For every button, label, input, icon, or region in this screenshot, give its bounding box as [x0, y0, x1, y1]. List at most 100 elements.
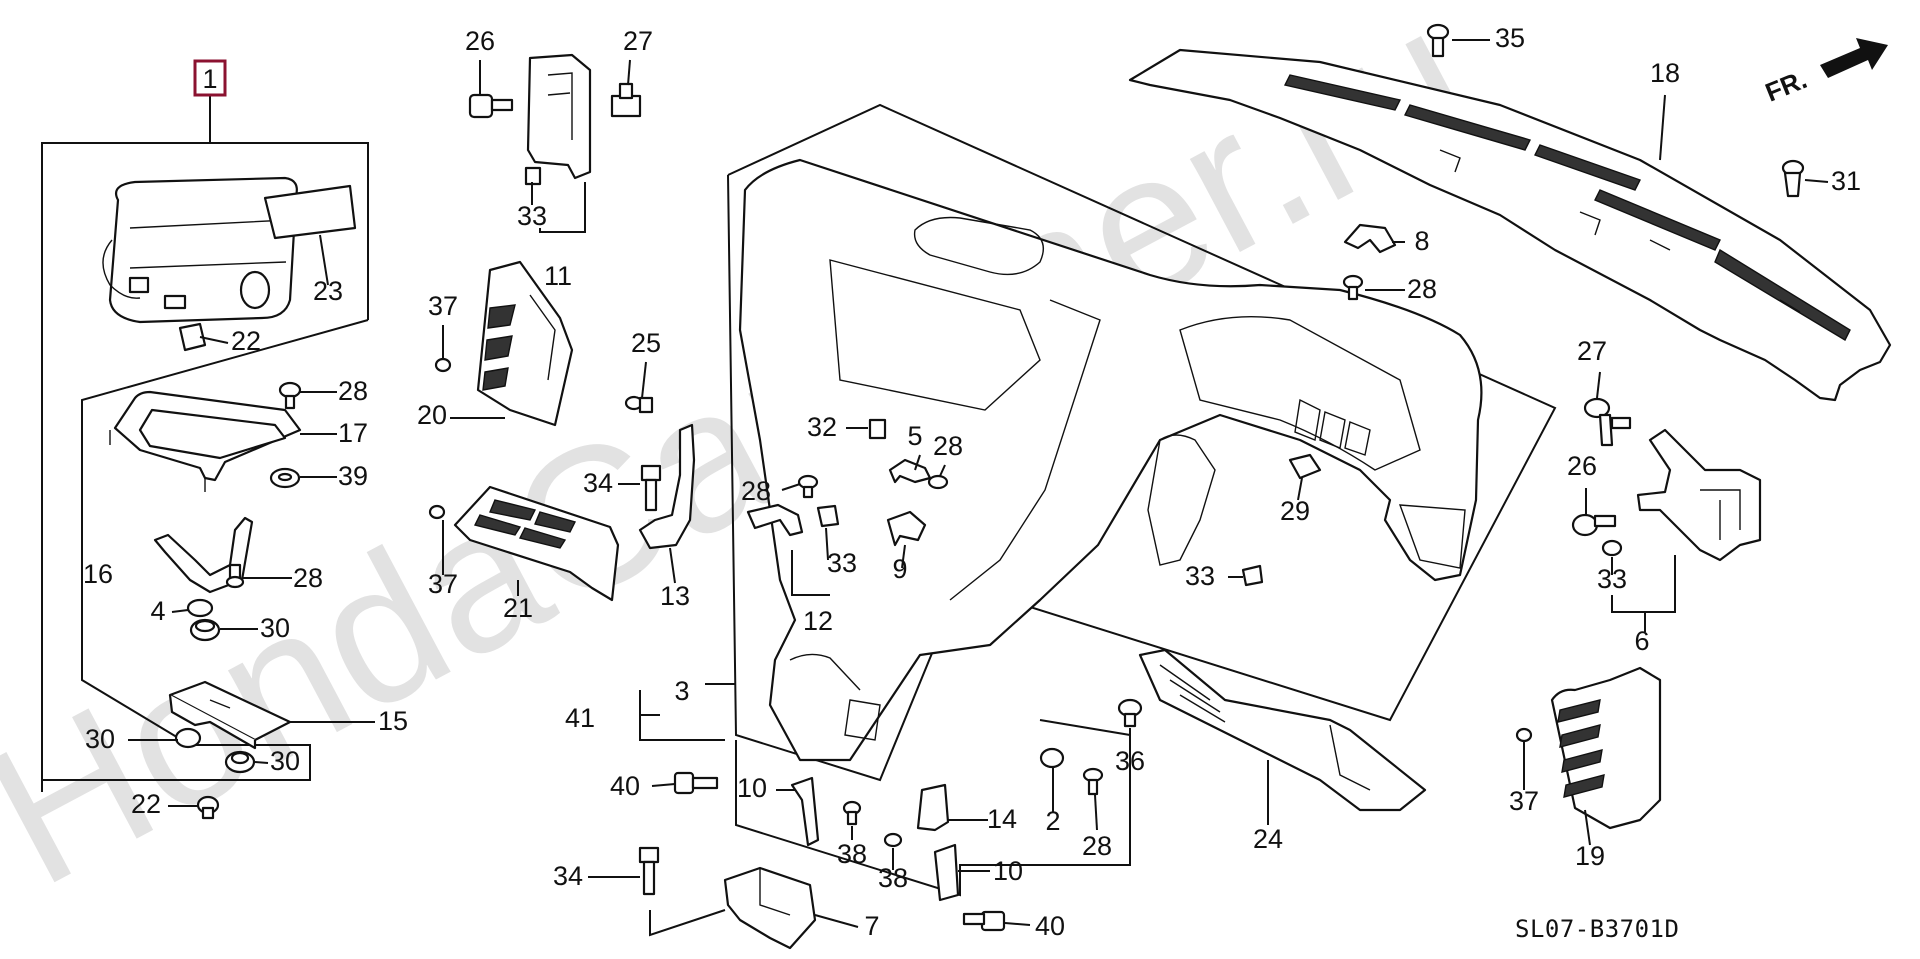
callout-38[interactable]: 38 [837, 839, 867, 869]
callout-36[interactable]: 36 [1115, 746, 1145, 776]
callout-2[interactable]: 2 [1045, 806, 1060, 836]
bracket-11 [526, 53, 592, 180]
callout-33[interactable]: 33 [1597, 564, 1627, 594]
callout-10[interactable]: 10 [993, 856, 1023, 886]
screw-28-b [225, 563, 245, 589]
callout-41[interactable]: 41 [565, 703, 595, 733]
callout-13[interactable]: 13 [660, 581, 690, 611]
callout-leader-28 [939, 464, 946, 477]
diagram-code: SL07-B3701D [1515, 915, 1679, 943]
callout-39[interactable]: 39 [338, 461, 368, 491]
callout-37[interactable]: 37 [1509, 786, 1539, 816]
callout-16[interactable]: 16 [83, 559, 113, 589]
callout-6[interactable]: 6 [1634, 626, 1649, 656]
callout-3[interactable]: 3 [674, 676, 689, 706]
callout-highlight-box [193, 59, 227, 97]
callout-37[interactable]: 37 [428, 569, 458, 599]
callout-26[interactable]: 26 [1567, 451, 1597, 481]
callout-28[interactable]: 28 [338, 376, 368, 406]
callout-24[interactable]: 24 [1253, 824, 1283, 854]
callout-30[interactable]: 30 [260, 613, 290, 643]
bolt-27-right [1583, 397, 1632, 447]
callout-33[interactable]: 33 [1185, 561, 1215, 591]
bracket-10-b [933, 843, 960, 902]
callout-30[interactable]: 30 [85, 724, 115, 754]
callout-7[interactable]: 7 [864, 911, 879, 941]
screw-38-b [883, 832, 903, 848]
leader-34 [649, 909, 726, 937]
callout-28[interactable]: 28 [1407, 274, 1437, 304]
bracket-6 [1636, 428, 1762, 562]
callout-leader-5 [914, 454, 921, 471]
callout-21[interactable]: 21 [503, 593, 533, 623]
callout-14[interactable]: 14 [987, 804, 1017, 834]
callout-35[interactable]: 35 [1495, 23, 1525, 53]
callout-27[interactable]: 27 [1577, 336, 1607, 366]
callout-leader-40 [651, 783, 676, 787]
leader-11 [539, 182, 586, 233]
clip-33-right-b [1601, 539, 1623, 557]
callout-25[interactable]: 25 [631, 328, 661, 358]
screw-35 [1426, 23, 1450, 58]
callout-9[interactable]: 9 [892, 554, 907, 584]
callout-34[interactable]: 34 [583, 468, 613, 498]
callout-23[interactable]: 23 [313, 276, 343, 306]
screw-37-c [1515, 727, 1533, 743]
callout-1[interactable]: 1 [202, 64, 217, 94]
nut-30-a [189, 618, 221, 642]
callout-34[interactable]: 34 [553, 861, 583, 891]
bracket-10-a [790, 776, 820, 847]
callout-19[interactable]: 19 [1575, 841, 1605, 871]
bracket-5 [888, 458, 932, 484]
vent-19 [1550, 666, 1662, 830]
clip-22-top [178, 322, 207, 352]
callout-37[interactable]: 37 [428, 291, 458, 321]
callout-40[interactable]: 40 [610, 771, 640, 801]
bolt-26-right [1571, 513, 1617, 537]
callout-12[interactable]: 12 [803, 606, 833, 636]
callout-15[interactable]: 15 [378, 706, 408, 736]
nut-4 [186, 598, 214, 618]
airbag-label-strip [263, 184, 357, 240]
callout-27[interactable]: 27 [623, 26, 653, 56]
callout-40[interactable]: 40 [1035, 911, 1065, 941]
callout-22[interactable]: 22 [231, 326, 261, 356]
callout-17[interactable]: 17 [338, 418, 368, 448]
callout-4[interactable]: 4 [150, 596, 165, 626]
callout-30[interactable]: 30 [270, 746, 300, 776]
bracket-16 [153, 516, 254, 594]
callout-31[interactable]: 31 [1831, 166, 1861, 196]
callout-29[interactable]: 29 [1280, 496, 1310, 526]
callout-18[interactable]: 18 [1650, 58, 1680, 88]
front-direction-indicator: FR. [1761, 38, 1888, 108]
dashboard-panel [738, 158, 1483, 762]
screw-37-a [434, 357, 452, 373]
callout-leader-30 [254, 761, 269, 764]
callout-28[interactable]: 28 [741, 476, 771, 506]
callout-32[interactable]: 32 [807, 412, 837, 442]
screw-28-a [278, 381, 302, 410]
callout-10[interactable]: 10 [737, 773, 767, 803]
front-direction-label: FR. [1761, 64, 1811, 108]
screw-37-b [428, 504, 446, 520]
callout-11[interactable]: 11 [544, 261, 572, 291]
callout-leader-27 [1596, 371, 1601, 399]
nut-30-c [224, 750, 256, 774]
callout-28[interactable]: 28 [1082, 831, 1112, 861]
nut-30-b [174, 727, 202, 749]
leader-3-41 [639, 683, 736, 741]
callout-38[interactable]: 38 [878, 863, 908, 893]
callout-leader-9 [901, 544, 906, 569]
callout-28[interactable]: 28 [933, 431, 963, 461]
bolt-26-top [468, 93, 514, 119]
callout-8[interactable]: 8 [1414, 226, 1429, 256]
callout-33[interactable]: 33 [517, 201, 547, 231]
bolt-34-a [640, 464, 662, 512]
callout-22[interactable]: 22 [131, 789, 161, 819]
callout-20[interactable]: 20 [417, 400, 447, 430]
callout-28[interactable]: 28 [293, 563, 323, 593]
callout-33[interactable]: 33 [827, 548, 857, 578]
callout-5[interactable]: 5 [907, 421, 922, 451]
callout-26[interactable]: 26 [465, 26, 495, 56]
bracket-17 [109, 390, 302, 492]
